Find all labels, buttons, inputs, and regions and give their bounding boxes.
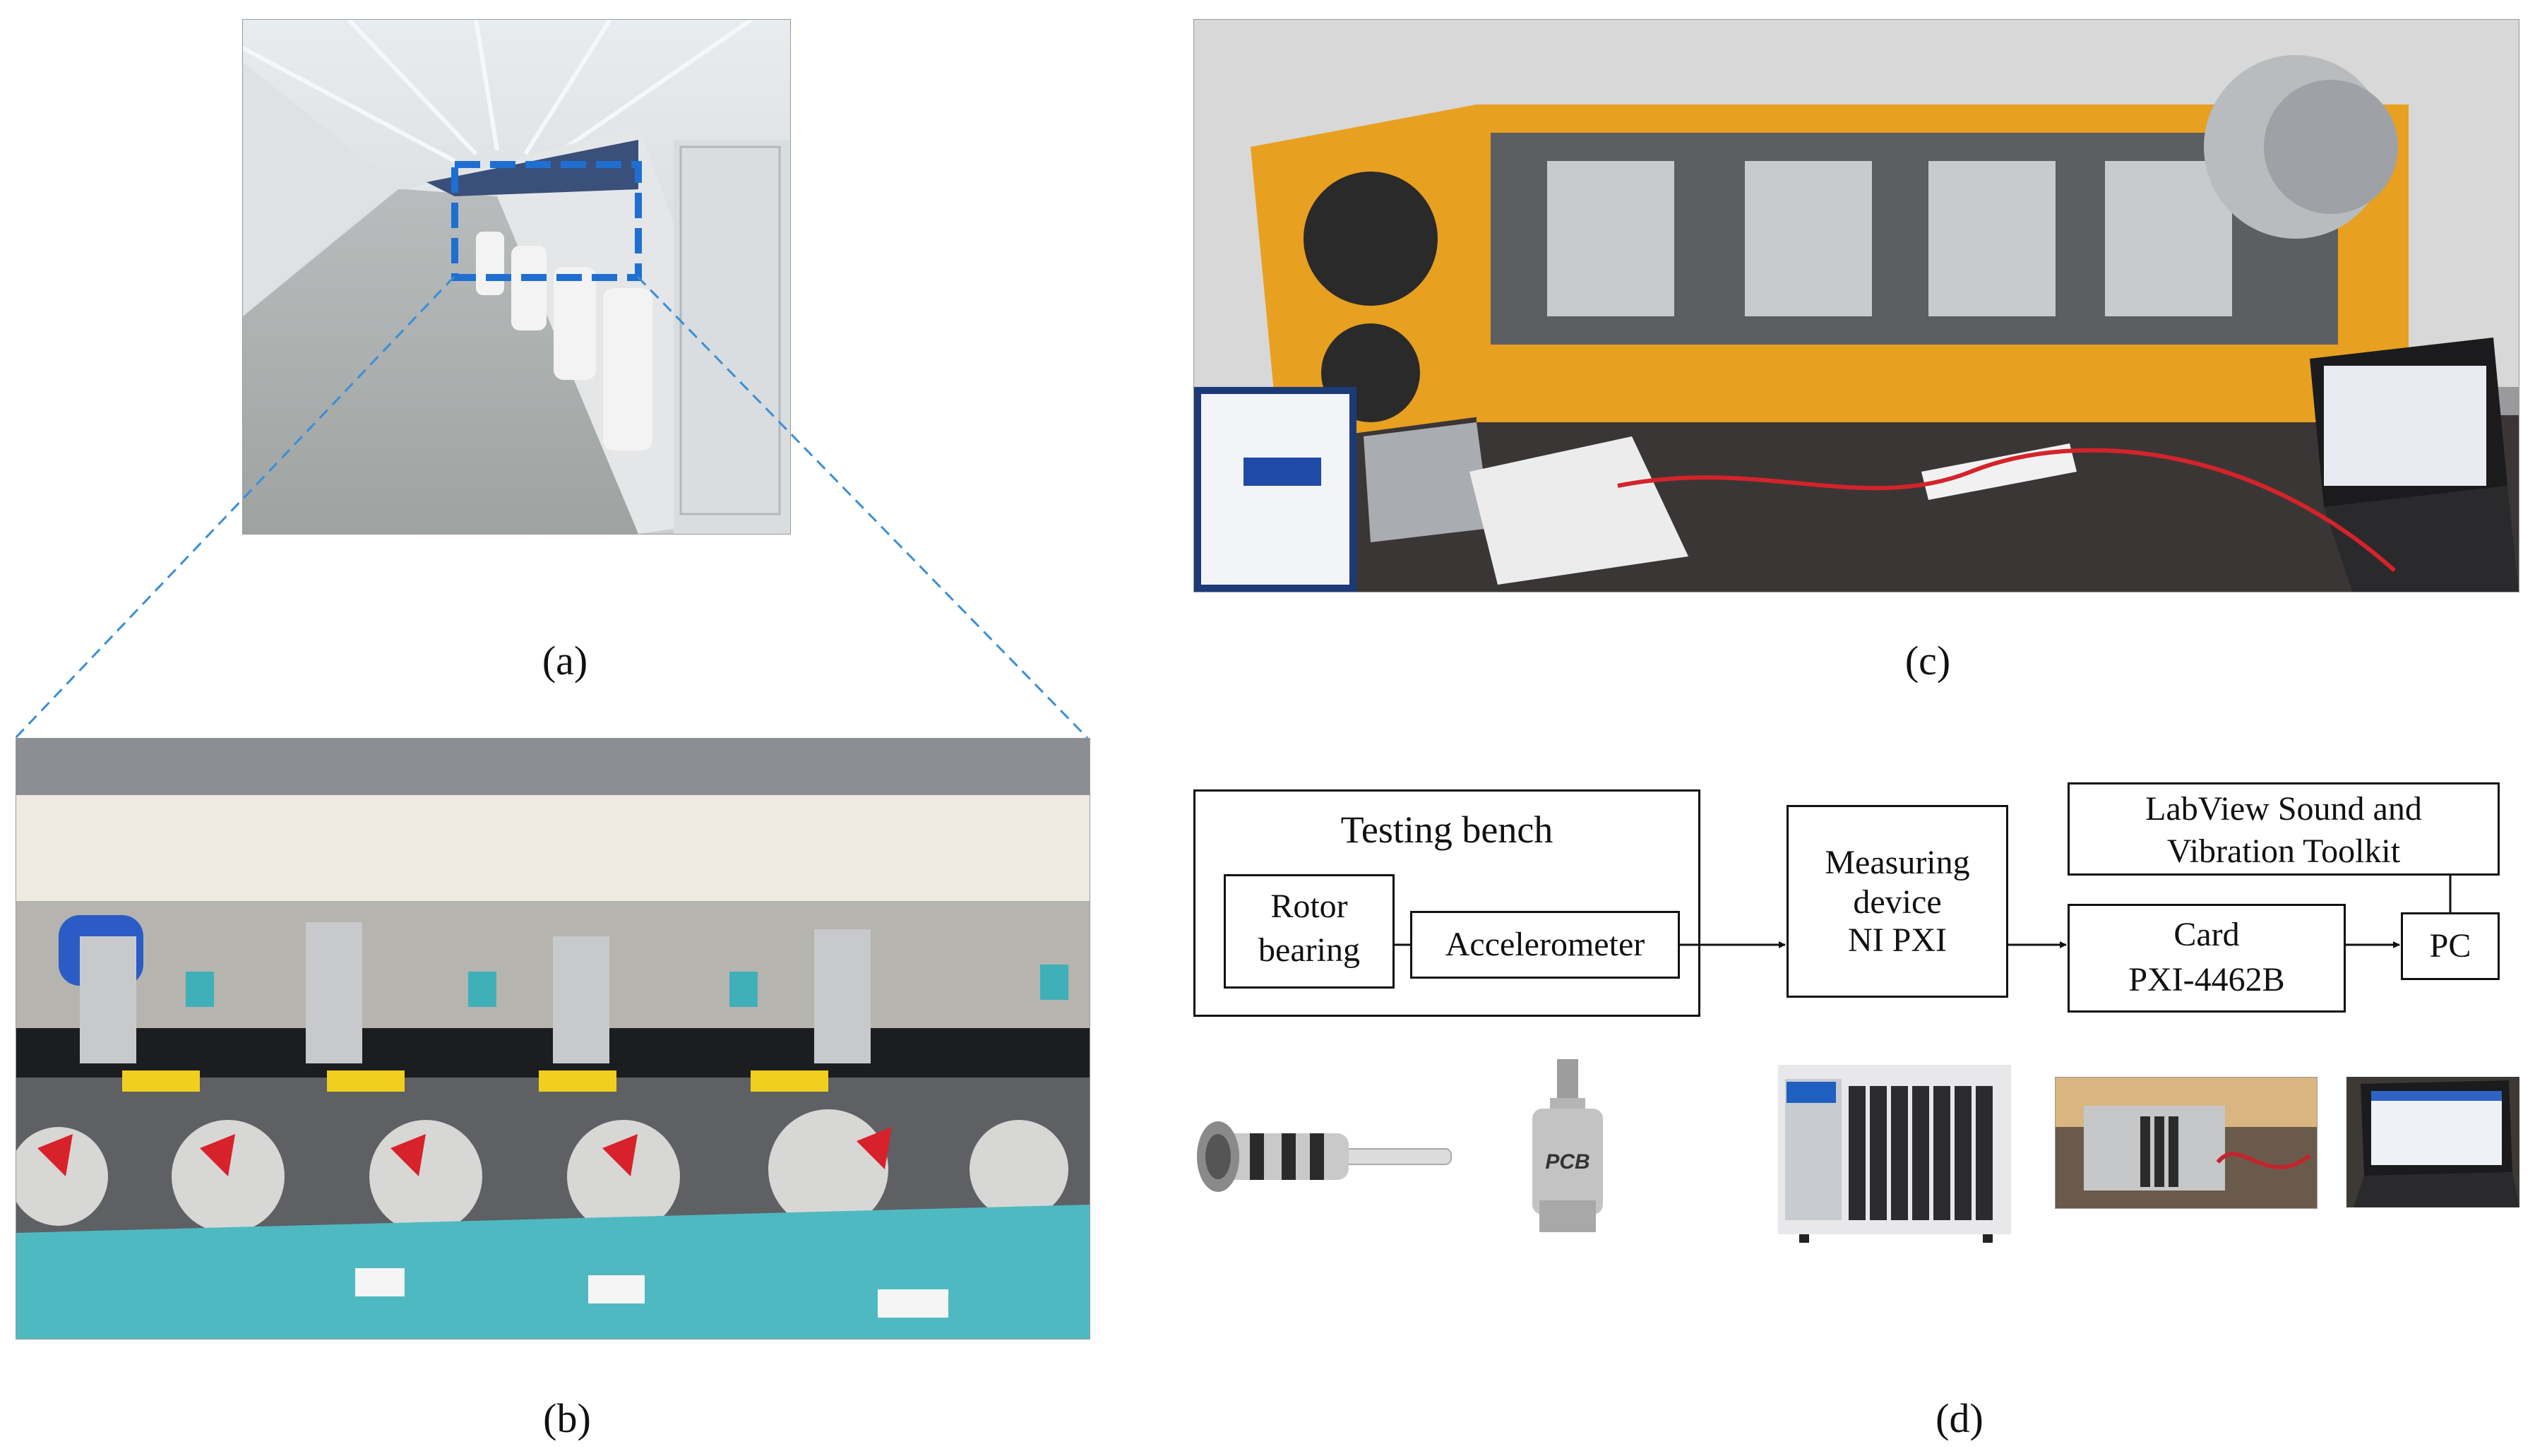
accelerometer-label: Accelerometer	[1445, 926, 1645, 963]
rotor-bearing-label-1: Rotor	[1270, 888, 1348, 925]
rotor-bearing-image	[1193, 1112, 1455, 1204]
measuring-device-label-3: NI PXI	[1848, 921, 1947, 959]
photo-testing-bench	[1193, 19, 2519, 592]
caption-d: (d)	[1935, 1395, 1984, 1441]
caption-b: (b)	[543, 1395, 591, 1441]
rotor-bearing-label-2: bearing	[1258, 931, 1360, 969]
photo-spinning-machine-closeup	[16, 738, 1090, 1339]
card-label-1: Card	[2173, 916, 2240, 953]
measuring-device-label-2: device	[1853, 883, 1942, 921]
card-label-2: PXI-4462B	[2128, 961, 2285, 998]
caption-c: (c)	[1904, 638, 1951, 684]
pc-label: PC	[2429, 927, 2471, 965]
card-setup-image	[2055, 1077, 2318, 1209]
pc-box: PC	[2401, 912, 2500, 980]
labview-label-1: LabView Sound and	[2145, 790, 2422, 828]
rotor-bearing-box: Rotor bearing	[1224, 874, 1395, 989]
photo-spinning-hall	[242, 19, 791, 535]
pc-laptop-image	[2346, 1077, 2519, 1207]
caption-a: (a)	[542, 638, 588, 684]
measuring-device-label-1: Measuring	[1825, 844, 1970, 881]
accelerometer-image: PCB	[1518, 1059, 1617, 1243]
testing-bench-label: Testing bench	[1340, 808, 1553, 851]
labview-box: LabView Sound and Vibration Toolkit	[2068, 782, 2500, 876]
labview-label-2: Vibration Toolkit	[2166, 833, 2401, 870]
accelerometer-box: Accelerometer	[1410, 911, 1680, 979]
svg-text:PCB: PCB	[1545, 1150, 1589, 1174]
measuring-device-box: Measuring device NI PXI	[1787, 805, 2008, 998]
card-box: Card PXI-4462B	[2068, 904, 2346, 1013]
ni-pxi-chassis-image	[1778, 1065, 2011, 1243]
